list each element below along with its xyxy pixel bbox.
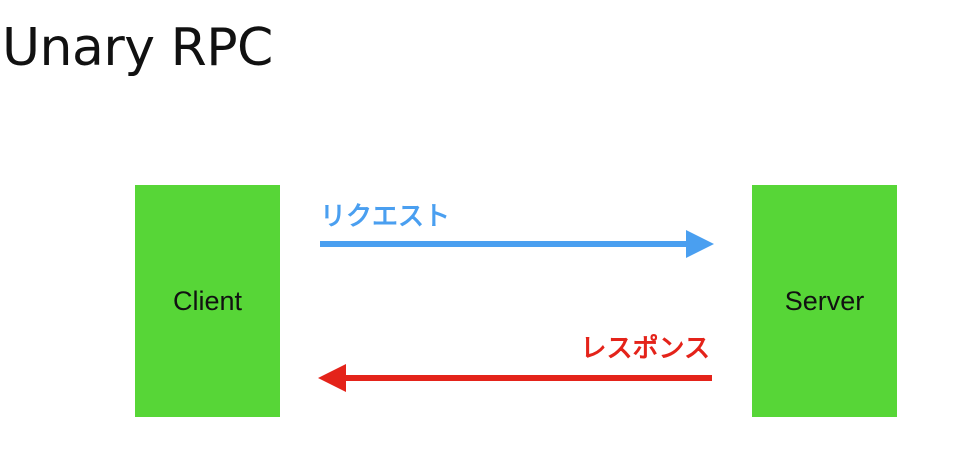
- client-label: Client: [172, 285, 243, 316]
- response-arrow: [318, 364, 712, 392]
- request-arrow-head: [686, 230, 714, 258]
- slide-title: Unary RPC: [2, 18, 273, 78]
- response-label: レスポンス: [580, 334, 710, 364]
- request-label: リクエスト: [320, 202, 451, 232]
- server-label: Server: [784, 285, 865, 316]
- request-arrow: [320, 230, 714, 258]
- client-node: Client: [135, 185, 280, 417]
- response-arrow-head: [318, 364, 346, 392]
- server-node: Server: [752, 185, 897, 417]
